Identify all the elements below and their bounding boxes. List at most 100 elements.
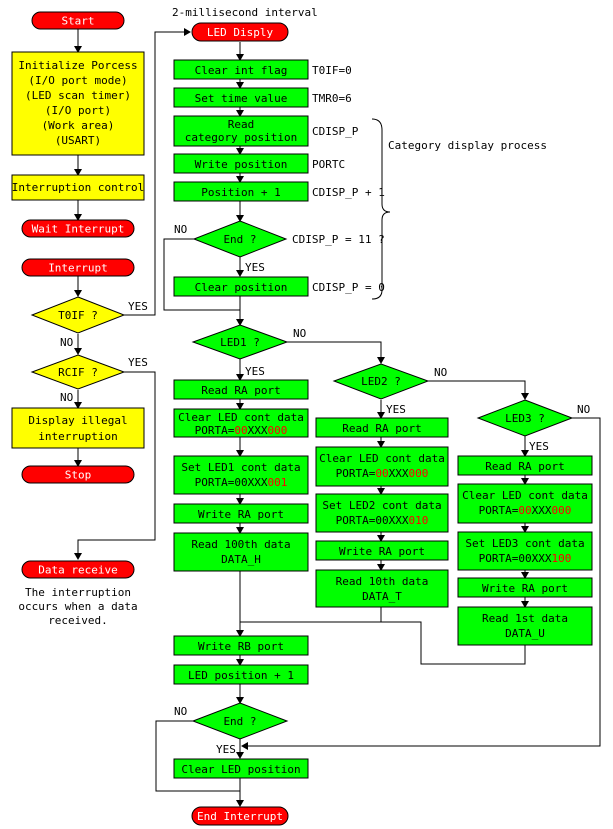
led1-decision: LED1 ? [191,324,289,360]
clear-cont-label: Clear LED cont data [178,411,304,424]
porta-value: PORTA=00XXX000 [195,424,288,437]
rcif-no-label: NO [60,391,73,404]
led2-write-ra-box: Write RA port [315,540,449,561]
clear-cont-label: Clear LED cont data [319,452,445,465]
interrupt-label: Interrupt [48,262,108,275]
position-plus-box: Position + 1 [173,181,309,202]
connectors [74,28,601,807]
read-category-note: CDISP_P [312,125,359,138]
write-ra-label: Write RA port [482,582,568,595]
rcif-yes-label: YES [128,356,148,369]
led1-read-ra-box: Read RA port [173,379,309,400]
led1-write-ra-box: Write RA port [173,503,309,524]
read-100th-box: Read 100th data DATA_H [173,532,309,572]
clear-int-flag-note: T0IF=0 [312,64,352,77]
read-1st-line: Read 1st data [482,612,568,625]
led1-clear-cont-box: Clear LED cont data PORTA=00XXX000 [173,408,309,438]
illegal-line: Display illegal [28,414,127,427]
led2-decision: LED2 ? [332,363,430,400]
led2-clear-cont-box: Clear LED cont data PORTA=00XXX000 [315,446,449,487]
end2-no-label: NO [174,705,187,718]
clear-position-label: Clear position [195,281,288,294]
led-position-plus-label: LED position + 1 [188,669,294,682]
porta-value: PORTA=00XXX010 [336,514,429,527]
led-display-label: LED Disply [207,26,274,39]
position-plus-label: Position + 1 [201,186,280,199]
data-receive-label: Data receive [38,564,117,577]
category-display-note: Category display process [388,139,547,152]
set-led2-label: Set LED2 cont data [322,499,441,512]
interruption-control-label: Interruption control [12,181,144,194]
init-line: (LED scan timer) [25,89,131,102]
end-decision-label: End ? [223,233,256,246]
led1-set-cont-box: Set LED1 cont data PORTA=00XXX001 [173,455,309,495]
data-receive-terminal: Data receive [21,560,135,579]
clear-cont-label: Clear LED cont data [462,489,588,502]
wait-interrupt-terminal: Wait Interrupt [21,219,135,238]
led3-write-ra-box: Write RA port [457,577,593,598]
end-decision-note: CDISP_P = 11 ? [292,233,385,246]
start-terminal: Start [31,11,125,30]
init-line: (I/O port mode) [28,74,127,87]
rcif-decision: RCIF ? [30,354,126,390]
led3-yes-label: YES [529,440,549,453]
write-ra-label: Write RA port [339,545,425,558]
led3-no-label: NO [577,403,590,416]
read-category-line: category position [185,131,298,144]
led3-decision: LED3 ? [476,399,574,437]
write-position-label: Write position [195,158,288,171]
led2-read-ra-box: Read RA port [315,417,449,438]
illegal-line: interruption [38,430,117,443]
read-1st-line: DATA_U [505,627,545,640]
read-1st-box: Read 1st data DATA_U [457,606,593,646]
led1-no-label: NO [293,327,306,340]
illegal-interruption-box: Display illegal interruption [11,407,145,449]
end-no-label: NO [174,223,187,236]
stop-terminal: Stop [21,465,135,484]
read-10th-box: Read 10th data DATA_T [315,569,449,608]
read-ra-label: Read RA port [485,460,564,473]
toif-decision: T0IF ? [30,296,126,334]
write-rb-label: Write RB port [198,640,284,653]
led2-label: LED2 ? [361,375,401,388]
porta-value: PORTA=00XXX100 [479,552,572,565]
porta-value: PORTA=00XXX001 [195,476,288,489]
end-decision: End ? [192,220,288,258]
end-yes-label: YES [245,261,265,274]
stop-label: Stop [65,469,92,482]
write-position-note: PORTC [312,158,345,171]
toif-no-label: NO [60,336,73,349]
interval-label: 2-millisecond interval [172,6,318,19]
note-line: The interruption [25,586,131,599]
init-line: (I/O port) [45,104,111,117]
end-interrupt-label: End Interrupt [197,810,283,823]
clear-int-flag-label: Clear int flag [195,64,288,77]
led3-set-cont-box: Set LED3 cont data PORTA=00XXX100 [457,531,593,571]
note-line: occurs when a data [18,600,137,613]
led1-yes-label: YES [245,365,265,378]
toif-yes-label: YES [128,300,148,313]
rcif-label: RCIF ? [58,366,98,379]
led3-clear-cont-box: Clear LED cont data PORTA=00XXX000 [457,483,593,524]
set-time-value-note: TMR0=6 [312,92,352,105]
write-rb-box: Write RB port [173,635,309,656]
clear-int-flag-box: Clear int flag [173,59,309,80]
note-line: received. [48,614,108,627]
end2-decision: End ? [191,702,289,740]
led-position-plus-box: LED position + 1 [173,664,309,685]
write-position-box: Write position [173,153,309,174]
read-category-box: Read category position [173,115,309,147]
porta-value: PORTA=00XXX000 [479,504,572,517]
init-line: Initialize Porcess [18,59,137,72]
interruption-control-box: Interruption control [11,174,145,201]
read-ra-label: Read RA port [342,422,421,435]
set-led1-label: Set LED1 cont data [181,461,300,474]
clear-led-position-box: Clear LED position [173,758,309,779]
toif-label: T0IF ? [58,309,98,322]
clear-led-position-label: Clear LED position [181,763,300,776]
init-process-box: Initialize Porcess (I/O port mode) (LED … [11,51,145,156]
clear-position-note: CDISP_P = 0 [312,281,385,294]
end2-label: End ? [223,715,256,728]
end2-yes-label: YES [216,743,236,756]
